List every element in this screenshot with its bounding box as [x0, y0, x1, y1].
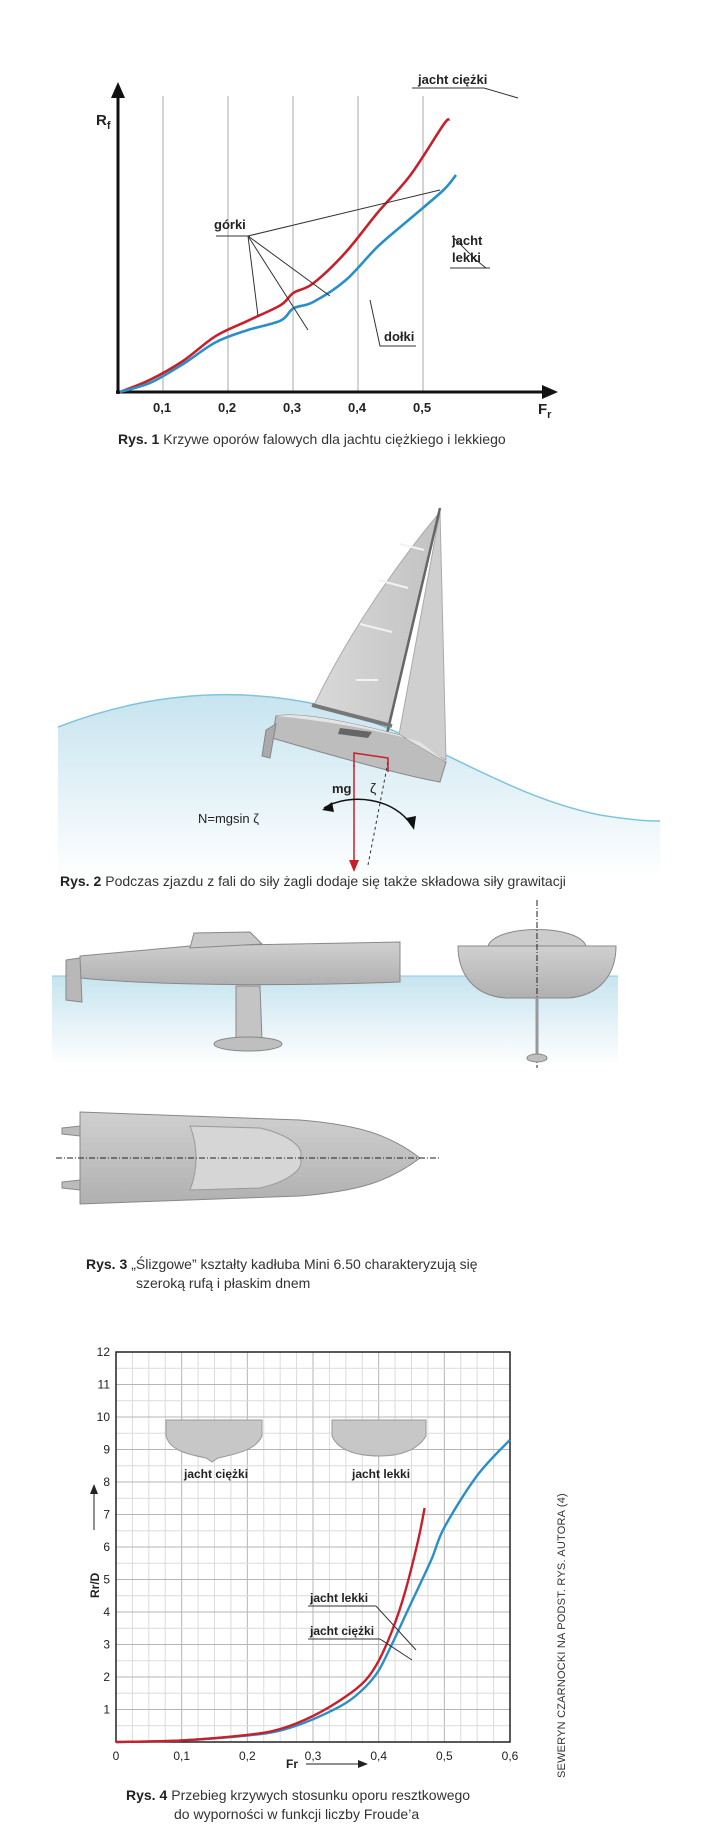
figure2-caption-text: Podczas zjazdu z fali do siły żagli doda… [105, 873, 566, 889]
figure3-caption-line2: szeroką rufą i płaskim dnem [136, 1275, 311, 1291]
label-formula: N=mgsin ζ [198, 811, 259, 826]
label-mg: mg [332, 781, 352, 796]
figure4-x-tick-label: 0,2 [239, 1749, 256, 1763]
figure4-y-tick-label: 11 [98, 1378, 111, 1392]
figure4-x-tick-label: 0,4 [370, 1749, 387, 1763]
figure1-label-light-2: lekki [452, 250, 481, 265]
figure1-label-light-1: jacht [451, 233, 483, 248]
figure1-x-tick-label: 0,4 [348, 400, 367, 415]
label-zeta: ζ [370, 780, 376, 796]
figure2-caption-number: Rys. 2 [60, 873, 102, 889]
mast [384, 507, 442, 739]
wave-surface-line [57, 693, 661, 822]
figure4-hull-heavy-label: jacht ciężki [183, 1467, 248, 1481]
figure1-caption-number: Rys. 1 [118, 431, 160, 447]
svg-text:Rr/D: Rr/D [88, 1572, 102, 1598]
figure1-x-tick-label: 0,3 [283, 400, 301, 415]
figure1-series-line [119, 174, 458, 394]
figure4-caption-number: Rys. 4 [126, 1787, 168, 1803]
figure2-illustration: mg ζ N=mgsin ζ [57, 507, 661, 880]
figure4-y-tick-label: 9 [103, 1443, 110, 1457]
rudder [261, 723, 277, 759]
rudder-side [65, 957, 83, 1003]
figure1-label-heavy: jacht ciężki [417, 72, 487, 87]
figure1-chart: Rf Fr 0,1 0,2 0,3 0,4 0,5 jacht ciężki górki… [96, 72, 558, 420]
figure1-series [119, 117, 458, 394]
figure1-series-line [119, 117, 451, 394]
figure4-curve-light-label: jacht lekki [309, 1591, 368, 1605]
figure1-label-humps: górki [214, 217, 246, 232]
keel-side [235, 985, 263, 1041]
figure1-x-tick-label: 0,1 [153, 400, 171, 415]
figure4-curve-heavy-label: jacht ciężki [309, 1624, 374, 1638]
keel-bulb-front [526, 1053, 548, 1063]
figure1-leaders [216, 87, 519, 347]
hull-section-heavy [165, 1419, 263, 1463]
figure4-x-tick-label: 0,3 [305, 1749, 322, 1763]
figure4-y-tick-label: 5 [103, 1573, 110, 1587]
figure3-caption: Rys. 3„Ślizgowe” kształty kadłuba Mini 6… [86, 1255, 478, 1293]
figure4-caption-line2: do wyporności w funkcji liczby Froude’a [174, 1806, 420, 1822]
figure1-label-hollows: dołki [384, 329, 414, 344]
figure4-y-tick-label: 2 [103, 1670, 110, 1684]
rudder-top-1 [61, 1125, 81, 1137]
figure1-gridlines [162, 96, 424, 392]
figure1-caption-text: Krzywe oporów falowych dla jachtu ciężki… [163, 431, 506, 447]
figure4-y-tick-label: 12 [97, 1345, 111, 1359]
figure4-caption-line1: Przebieg krzywych stosunku oporu resztko… [171, 1787, 471, 1803]
figure3-caption-number: Rys. 3 [86, 1256, 128, 1272]
figure4-x-tick-label: 0,6 [502, 1749, 519, 1763]
figure4-y-tick-label: 6 [103, 1540, 110, 1554]
figure4-y-tick-label: 3 [103, 1638, 110, 1652]
figure1-x-tick-label: 0,5 [413, 400, 431, 415]
figure4-y-tick-label: 10 [97, 1410, 111, 1424]
figure1-x-tick-label: 0,2 [218, 400, 236, 415]
figure4-ylabel: Rr/D [88, 1484, 102, 1598]
figure4-y-tick-label: 8 [103, 1475, 110, 1489]
image-credit: SEWERYN CZARNOCKI NA PODST. RYS. AUTORA … [556, 1493, 568, 1778]
figure4-x-tick-label: 0,1 [173, 1749, 190, 1763]
angle-arc [323, 798, 413, 827]
figure4-series [115, 1438, 511, 1744]
cockpit [338, 728, 372, 738]
rudder-top-2 [61, 1179, 81, 1191]
figure4-x-tick-label: 0 [113, 1749, 120, 1763]
gravity-angle-marker [353, 752, 389, 772]
sail-battens [356, 543, 425, 681]
hull-section-light [331, 1419, 427, 1457]
figure4-xlabel: Fr [286, 1757, 368, 1771]
wave-water [58, 694, 660, 880]
boom [311, 703, 393, 728]
figure4-series-line [115, 1507, 426, 1744]
figure4-grid [116, 1352, 510, 1742]
cabin-side [189, 931, 264, 949]
figure3-caption-line1: „Ślizgowe” kształty kadłuba Mini 6.50 ch… [131, 1256, 478, 1272]
keel-bulb-side [213, 1036, 283, 1052]
figure1-ylabel: Rf [96, 112, 111, 132]
figure4-y-tick-label: 7 [103, 1508, 110, 1522]
svg-text:Fr: Fr [286, 1757, 298, 1771]
figure4-y-tick-label: 1 [103, 1703, 110, 1717]
figure4-y-tick-label: 4 [103, 1605, 110, 1619]
hull-side-profile [79, 941, 401, 986]
mainsail [313, 511, 441, 726]
figure4-hull-light-label: jacht lekki [351, 1467, 410, 1481]
figure3-illustration [52, 900, 618, 1205]
figure1-tick-labels: 0,1 0,2 0,3 0,4 0,5 [153, 400, 431, 415]
figure1-axes [111, 82, 558, 399]
figure1-xlabel: Fr [538, 401, 552, 420]
figure4-x-tick-label: 0,5 [436, 1749, 453, 1763]
